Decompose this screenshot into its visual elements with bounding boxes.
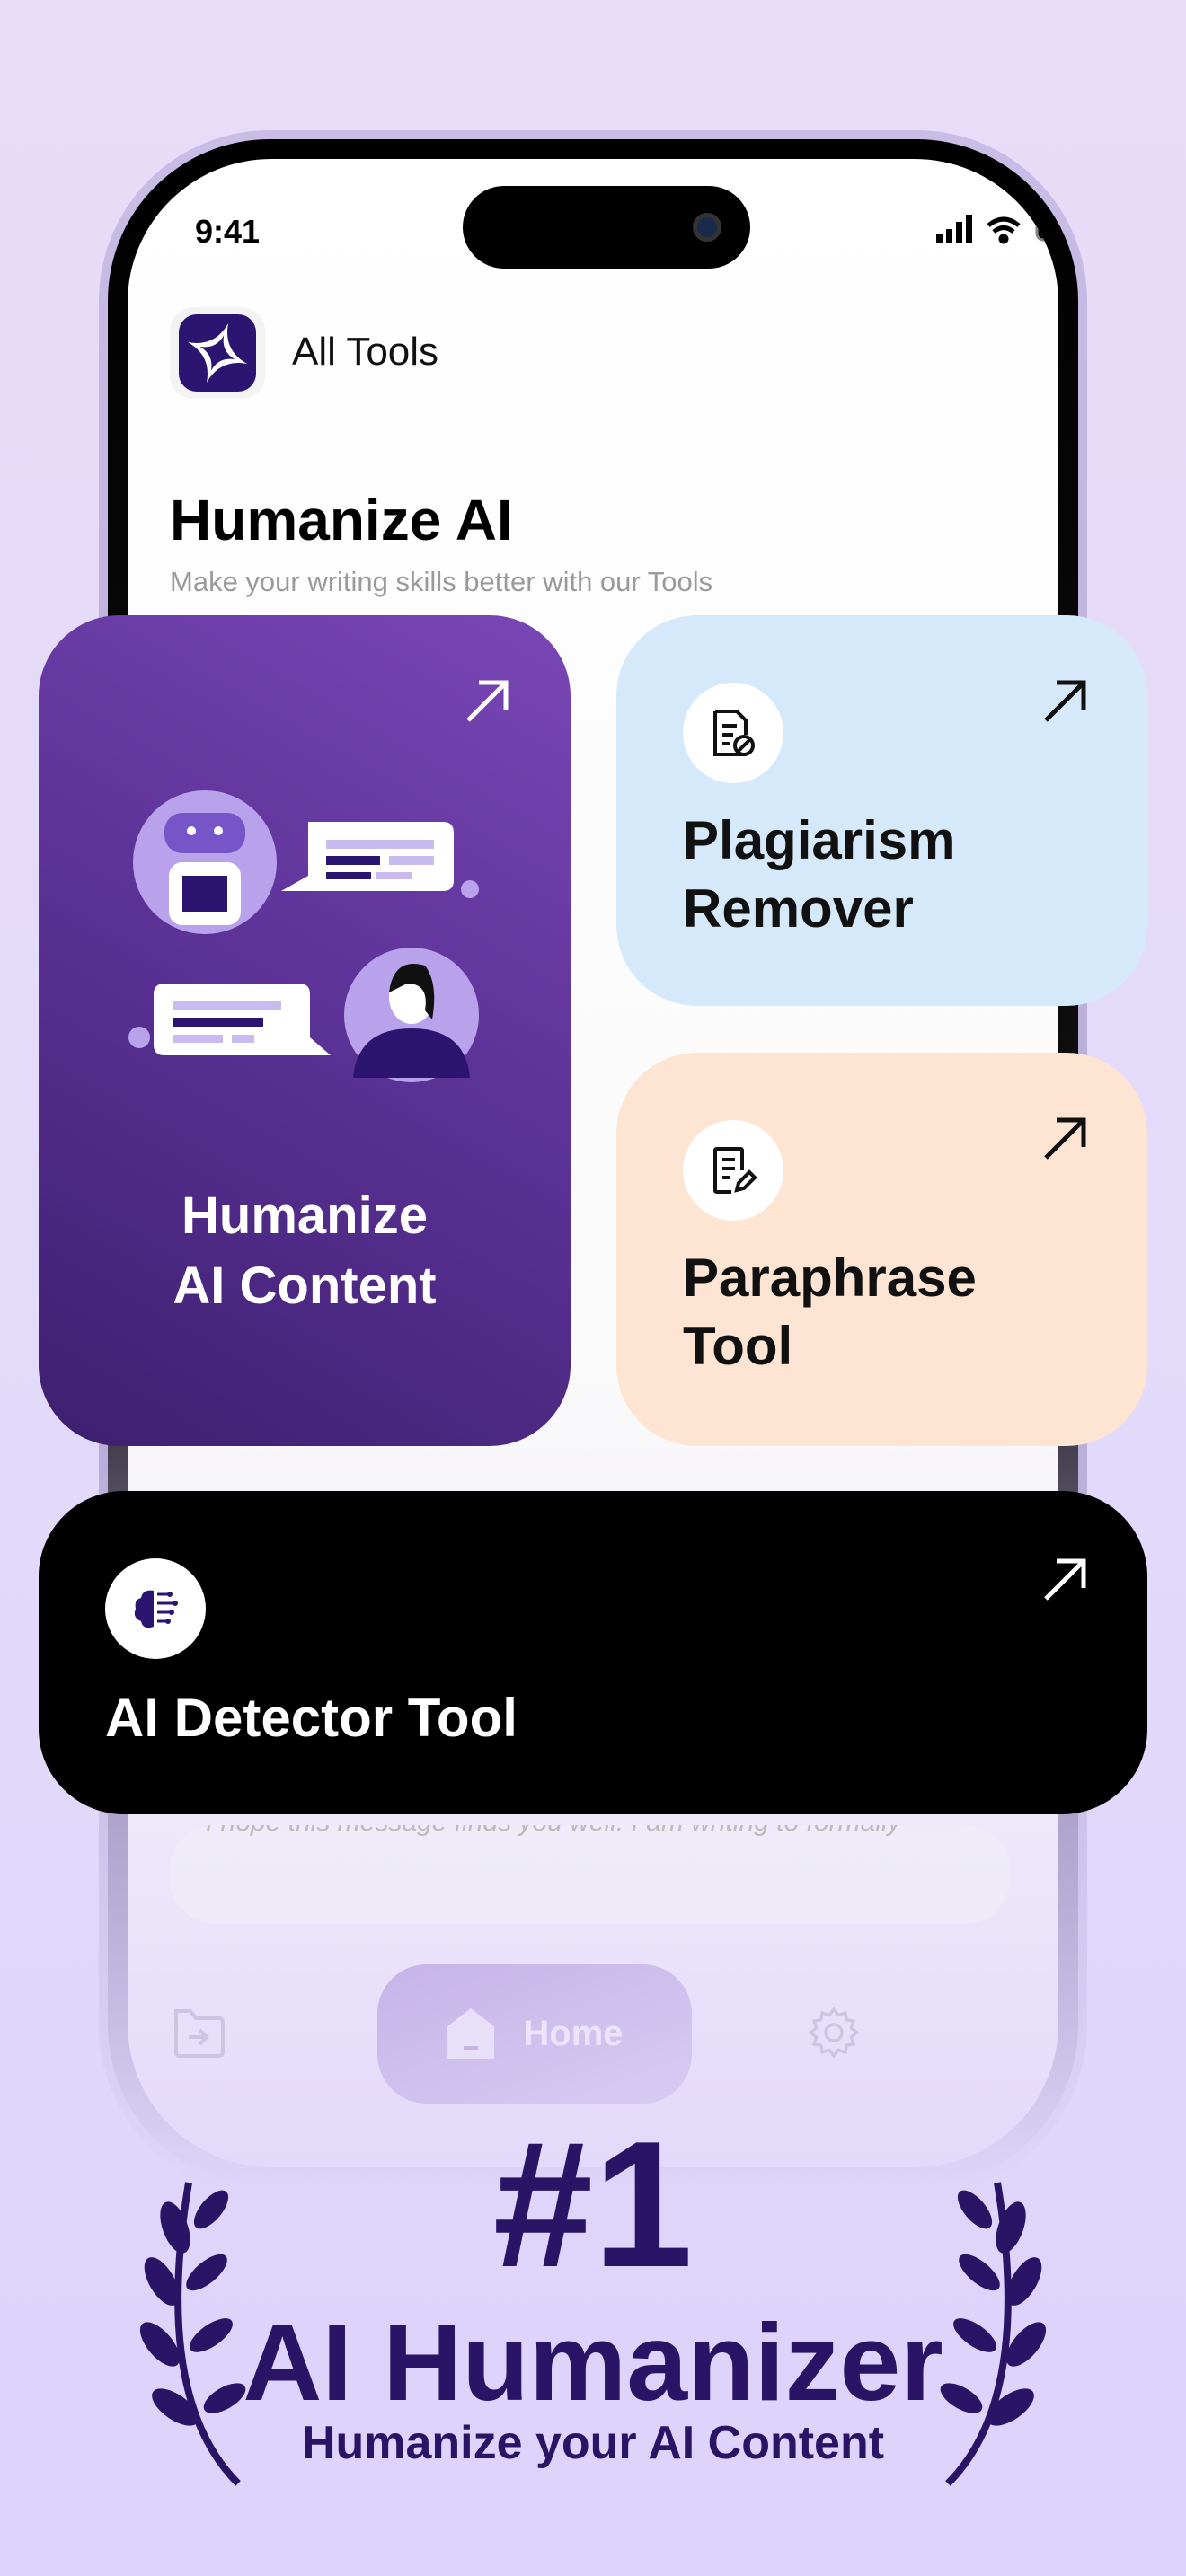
humanize-card-title: Humanize AI Content — [39, 1181, 571, 1321]
header-title: All Tools — [292, 330, 439, 374]
ai-detector-tool-card[interactable]: AI Detector Tool — [39, 1491, 1147, 1814]
humanize-ai-content-card[interactable]: Humanize AI Content — [39, 615, 571, 1446]
document-edit-icon — [683, 1120, 783, 1221]
document-block-icon — [683, 683, 783, 783]
promo-tagline: Humanize your AI Content — [301, 2417, 885, 2469]
chat-illustration — [128, 790, 479, 1082]
folder-import-icon[interactable] — [173, 2007, 226, 2060]
signal-icon — [936, 215, 972, 243]
bottom-nav: Home — [164, 1964, 1017, 2108]
ai-detector-card-title: AI Detector Tool — [105, 1688, 518, 1748]
promo-rank: #1 — [492, 2104, 694, 2305]
settings-gear-icon[interactable] — [806, 2005, 862, 2060]
brain-circuit-icon — [105, 1558, 206, 1659]
arrow-up-right-icon — [1044, 1117, 1086, 1160]
nav-home-label: Home — [523, 2014, 624, 2053]
arrow-up-right-icon — [1044, 680, 1086, 722]
status-time: 9:41 — [195, 213, 261, 250]
home-icon — [447, 2007, 495, 2059]
page-title: Humanize AI — [170, 488, 513, 552]
page-subtitle: Make your writing skills better with our… — [170, 566, 713, 597]
card-title-line1: Humanize — [181, 1187, 428, 1245]
sparkle-logo-icon — [179, 314, 256, 392]
card-title-line1: Plagiarism — [683, 810, 956, 870]
laurel-right-icon — [940, 2182, 1047, 2486]
status-icons — [936, 215, 1058, 244]
faded-message-card: I hope this message finds you well. I am… — [170, 1825, 1010, 1924]
dynamic-island — [463, 186, 750, 269]
wifi-icon — [987, 216, 1021, 244]
arrow-up-right-icon — [466, 680, 509, 722]
card-title-line2: AI Content — [173, 1257, 437, 1315]
card-title-line1: Paraphrase — [683, 1248, 977, 1308]
app-logo — [170, 307, 265, 399]
nav-home-button[interactable]: Home — [377, 1964, 692, 2104]
faded-message-text: I hope this message finds you well. I am… — [206, 1825, 1010, 1838]
camera-icon — [693, 213, 721, 242]
battery-icon — [1035, 216, 1058, 242]
card-title-line2: Remover — [683, 878, 914, 939]
arrow-up-right-icon — [1044, 1558, 1086, 1601]
card-title-line2: Tool — [683, 1316, 793, 1376]
laurel-left-icon — [139, 2182, 246, 2486]
promo-headline: AI Humanizer — [243, 2301, 943, 2423]
